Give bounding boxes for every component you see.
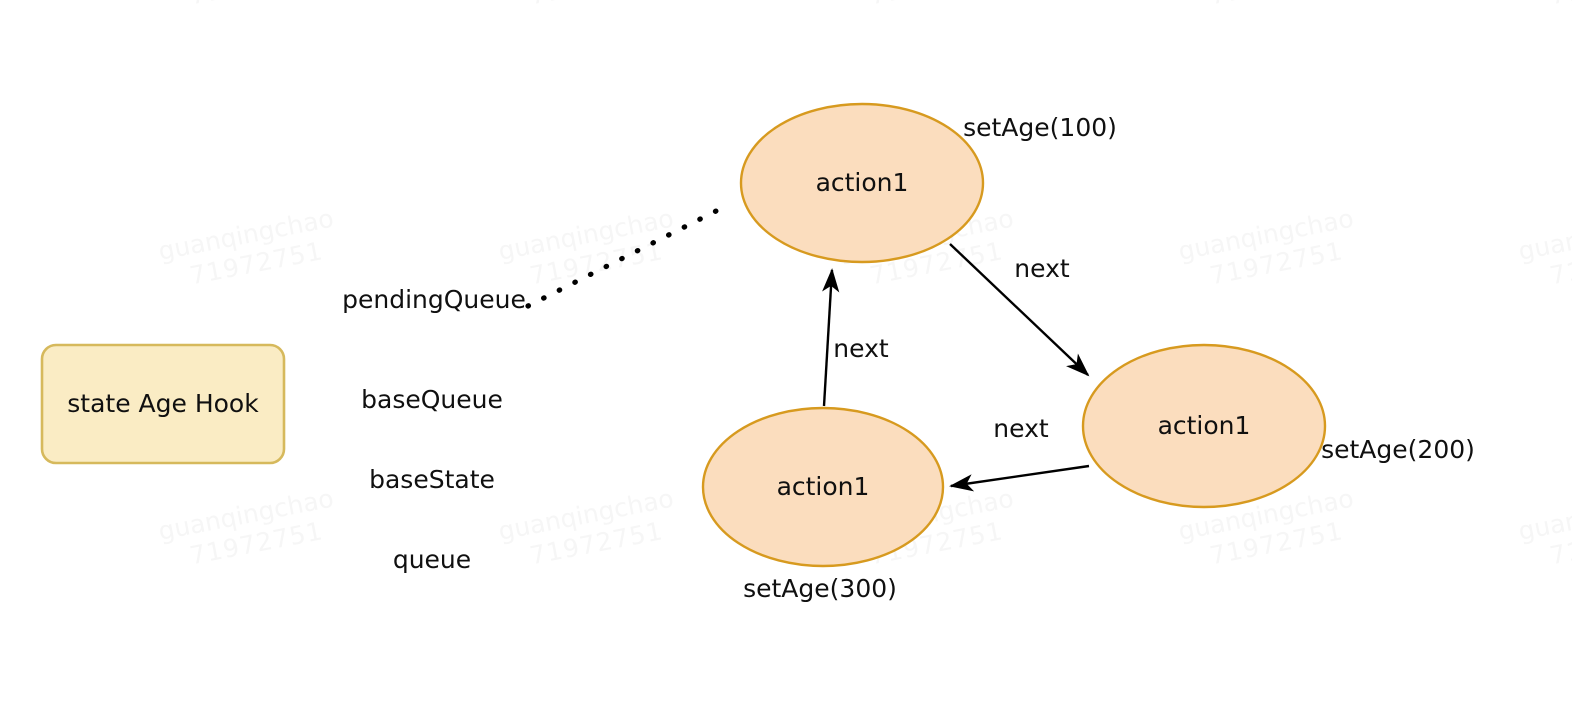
edge-label-next: next — [993, 414, 1049, 443]
field-label-pendingqueue: pendingQueue — [342, 285, 526, 314]
edge-line — [949, 464, 1090, 492]
node-action-right[interactable]: action1 setAge(200) — [1081, 343, 1475, 509]
node-label: action1 — [816, 168, 909, 197]
node-label: action1 — [1158, 411, 1251, 440]
field-label-basestate: baseState — [369, 465, 495, 494]
node-ellipse[interactable] — [739, 102, 985, 264]
edge-edge-top-to-right: next — [949, 243, 1090, 377]
field-label-queue: queue — [393, 545, 471, 574]
hook-field-labels: pendingQueue baseQueue baseState queue — [342, 285, 526, 574]
edge-edge-right-to-bottom: next — [949, 414, 1090, 492]
edge-edge-bottom-to-top: next — [822, 268, 889, 407]
node-caption-setage: setAge(300) — [743, 574, 897, 603]
node-caption-setage: setAge(200) — [1321, 435, 1475, 464]
state-age-hook-rect[interactable] — [40, 343, 286, 465]
node-ellipse[interactable] — [1081, 343, 1327, 509]
state-age-hook-box[interactable]: state Age Hook — [40, 343, 286, 465]
nodes-group: action1setAge(100)action1setAge(200)acti… — [701, 102, 1475, 603]
edge-label-next: next — [833, 334, 889, 363]
field-label-basequeue: baseQueue — [361, 385, 503, 414]
pendingqueue-dotted-connector — [525, 202, 731, 309]
edge-line — [949, 243, 1090, 377]
edges-group: next next next — [822, 243, 1090, 492]
node-action-top[interactable]: action1 setAge(100) — [739, 102, 1117, 264]
edge-label-next: next — [1014, 254, 1070, 283]
node-caption-setage: setAge(100) — [963, 113, 1117, 142]
edge-line — [822, 268, 840, 407]
node-ellipse[interactable] — [701, 406, 945, 568]
node-label: action1 — [777, 472, 870, 501]
state-age-hook-label: state Age Hook — [67, 389, 259, 418]
node-action-bottom[interactable]: action1 setAge(300) — [701, 406, 945, 603]
